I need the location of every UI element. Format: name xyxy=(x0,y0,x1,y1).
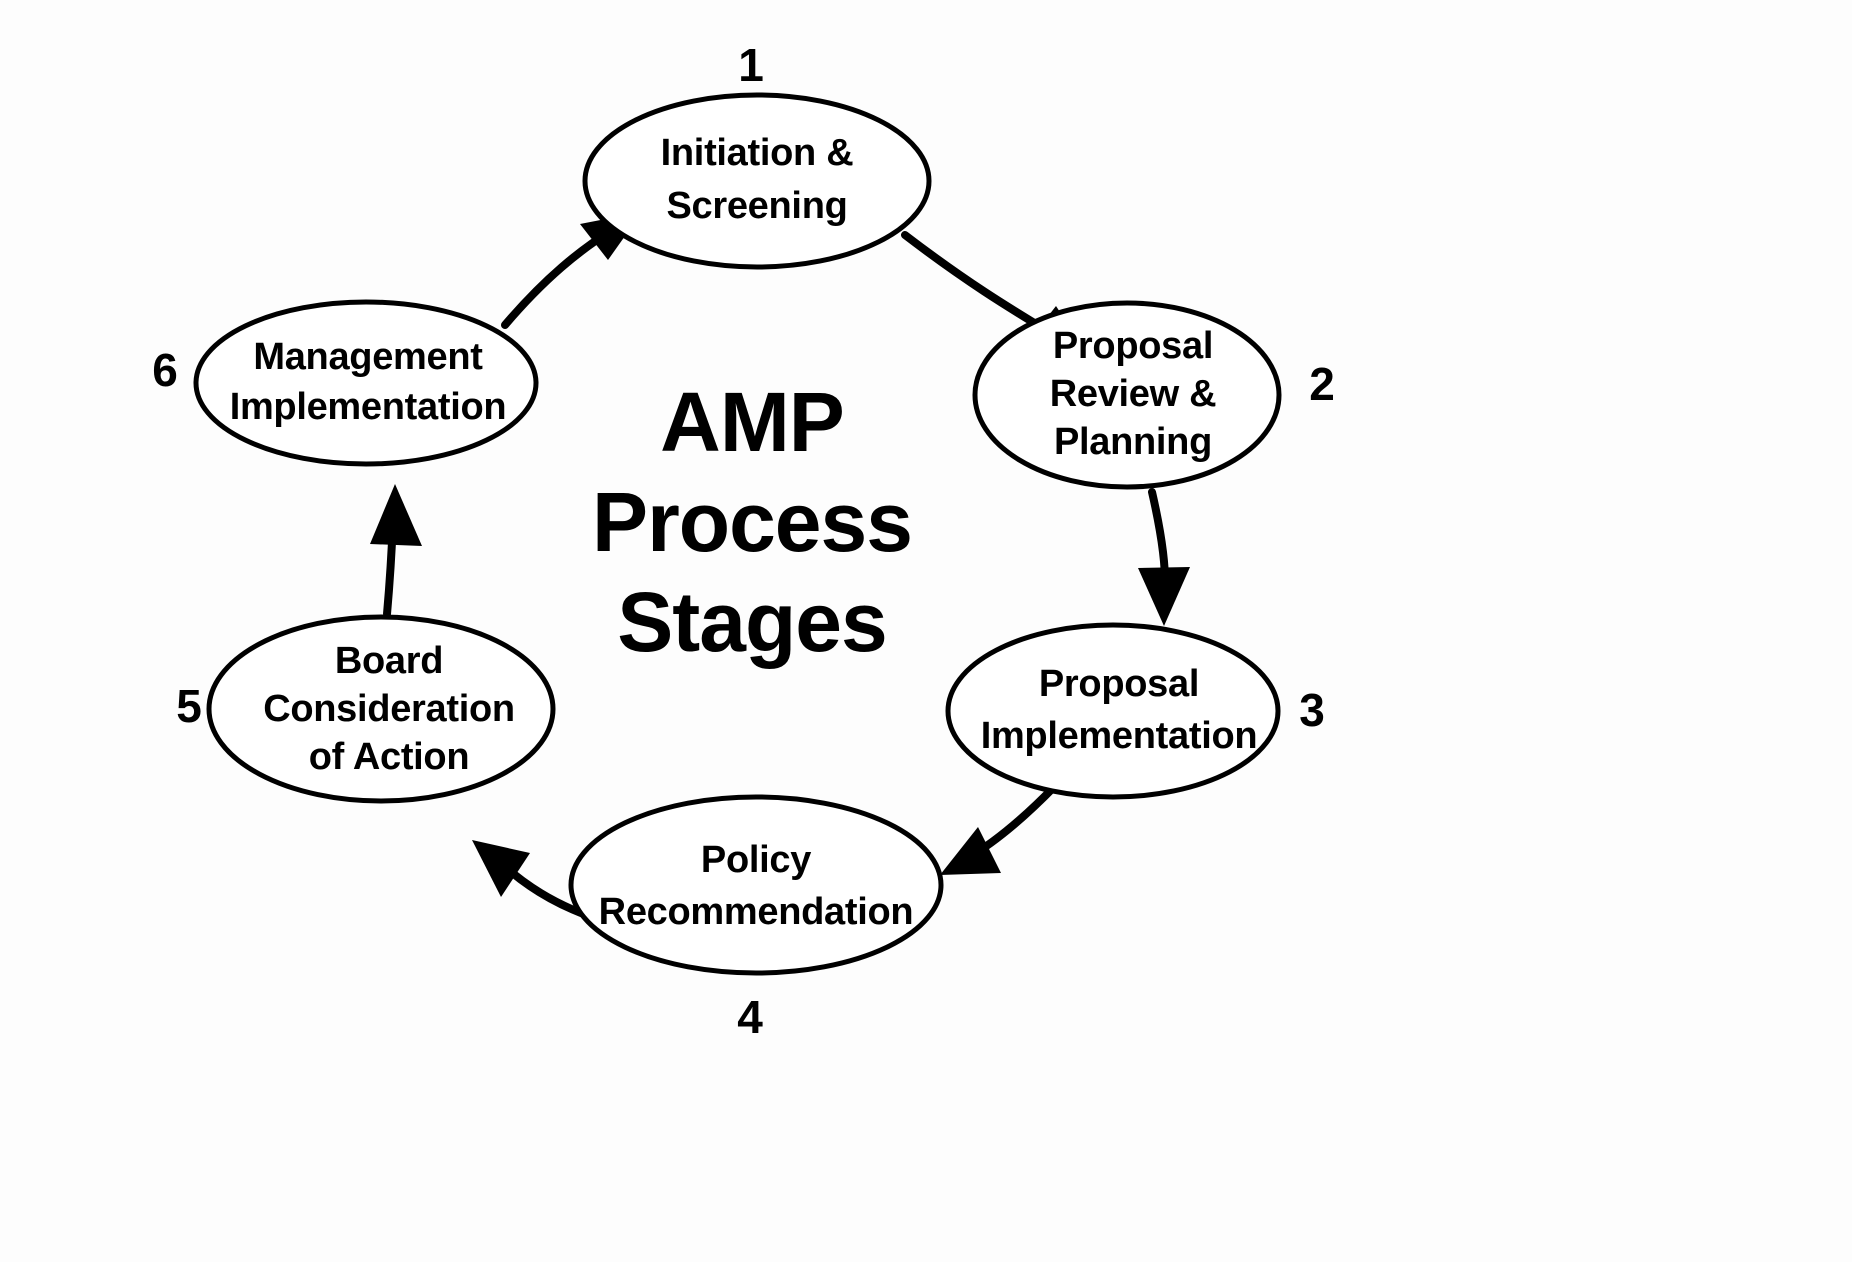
stage-2-number: 2 xyxy=(1309,358,1335,410)
stage-2-label-line2: Review & xyxy=(1050,373,1217,415)
stage-1-label-line1: Initiation & xyxy=(661,132,854,174)
stage-4-ellipse[interactable] xyxy=(568,794,944,976)
stage-5-label-line1: Board xyxy=(335,640,443,682)
stage-5-ellipse[interactable] xyxy=(206,614,556,804)
stage-4-label-line2: Recommendation xyxy=(599,891,914,933)
stage-5-label-line2: Consideration xyxy=(263,688,515,730)
stage-node-2[interactable]: Proposal Review & Planning 2 xyxy=(972,300,1335,490)
stage-node-1[interactable]: Initiation & Screening 1 xyxy=(582,39,932,270)
stage-6-label-line2: Implementation xyxy=(230,386,507,428)
arrow-3-to-4 xyxy=(940,782,1059,875)
arrow-5-to-6 xyxy=(370,484,422,618)
stage-2-ellipse[interactable] xyxy=(972,300,1282,490)
stage-3-label-line1: Proposal xyxy=(1039,663,1199,705)
stage-4-label-line1: Policy xyxy=(701,839,811,881)
stage-2-label-line1: Proposal xyxy=(1053,325,1213,367)
center-title-line1: AMP xyxy=(660,375,844,469)
stage-2-label-line3: Planning xyxy=(1054,421,1212,463)
stage-1-number: 1 xyxy=(738,39,764,91)
stage-1-ellipse[interactable] xyxy=(582,92,932,270)
center-title-group: AMP Process Stages xyxy=(592,375,913,669)
stage-node-5[interactable]: Board Consideration of Action 5 xyxy=(176,614,556,804)
stage-4-number: 4 xyxy=(737,991,763,1043)
arrow-5-to-6-head xyxy=(370,484,422,546)
center-title-line2: Process xyxy=(592,475,912,569)
stage-node-6[interactable]: Management Implementation 6 xyxy=(152,299,539,467)
arrow-2-to-3 xyxy=(1138,488,1190,626)
center-title-line3: Stages xyxy=(617,575,886,669)
stage-5-number: 5 xyxy=(176,680,202,732)
stage-node-4[interactable]: Policy Recommendation 4 xyxy=(568,794,944,1043)
stage-3-label-line2: Implementation xyxy=(981,715,1258,757)
arrow-4-to-5-head xyxy=(472,840,530,897)
arrow-2-to-3-head xyxy=(1138,567,1190,626)
arrow-3-to-4-head xyxy=(940,827,1001,875)
stage-3-number: 3 xyxy=(1299,684,1325,736)
stage-5-label-line3: of Action xyxy=(309,736,470,778)
stage-3-ellipse[interactable] xyxy=(945,622,1281,800)
stage-6-label-line1: Management xyxy=(253,336,483,378)
stage-6-ellipse[interactable] xyxy=(193,299,539,467)
stage-6-number: 6 xyxy=(152,344,178,396)
stage-node-3[interactable]: Proposal Implementation 3 xyxy=(945,622,1325,800)
stage-1-label-line2: Screening xyxy=(666,185,847,227)
